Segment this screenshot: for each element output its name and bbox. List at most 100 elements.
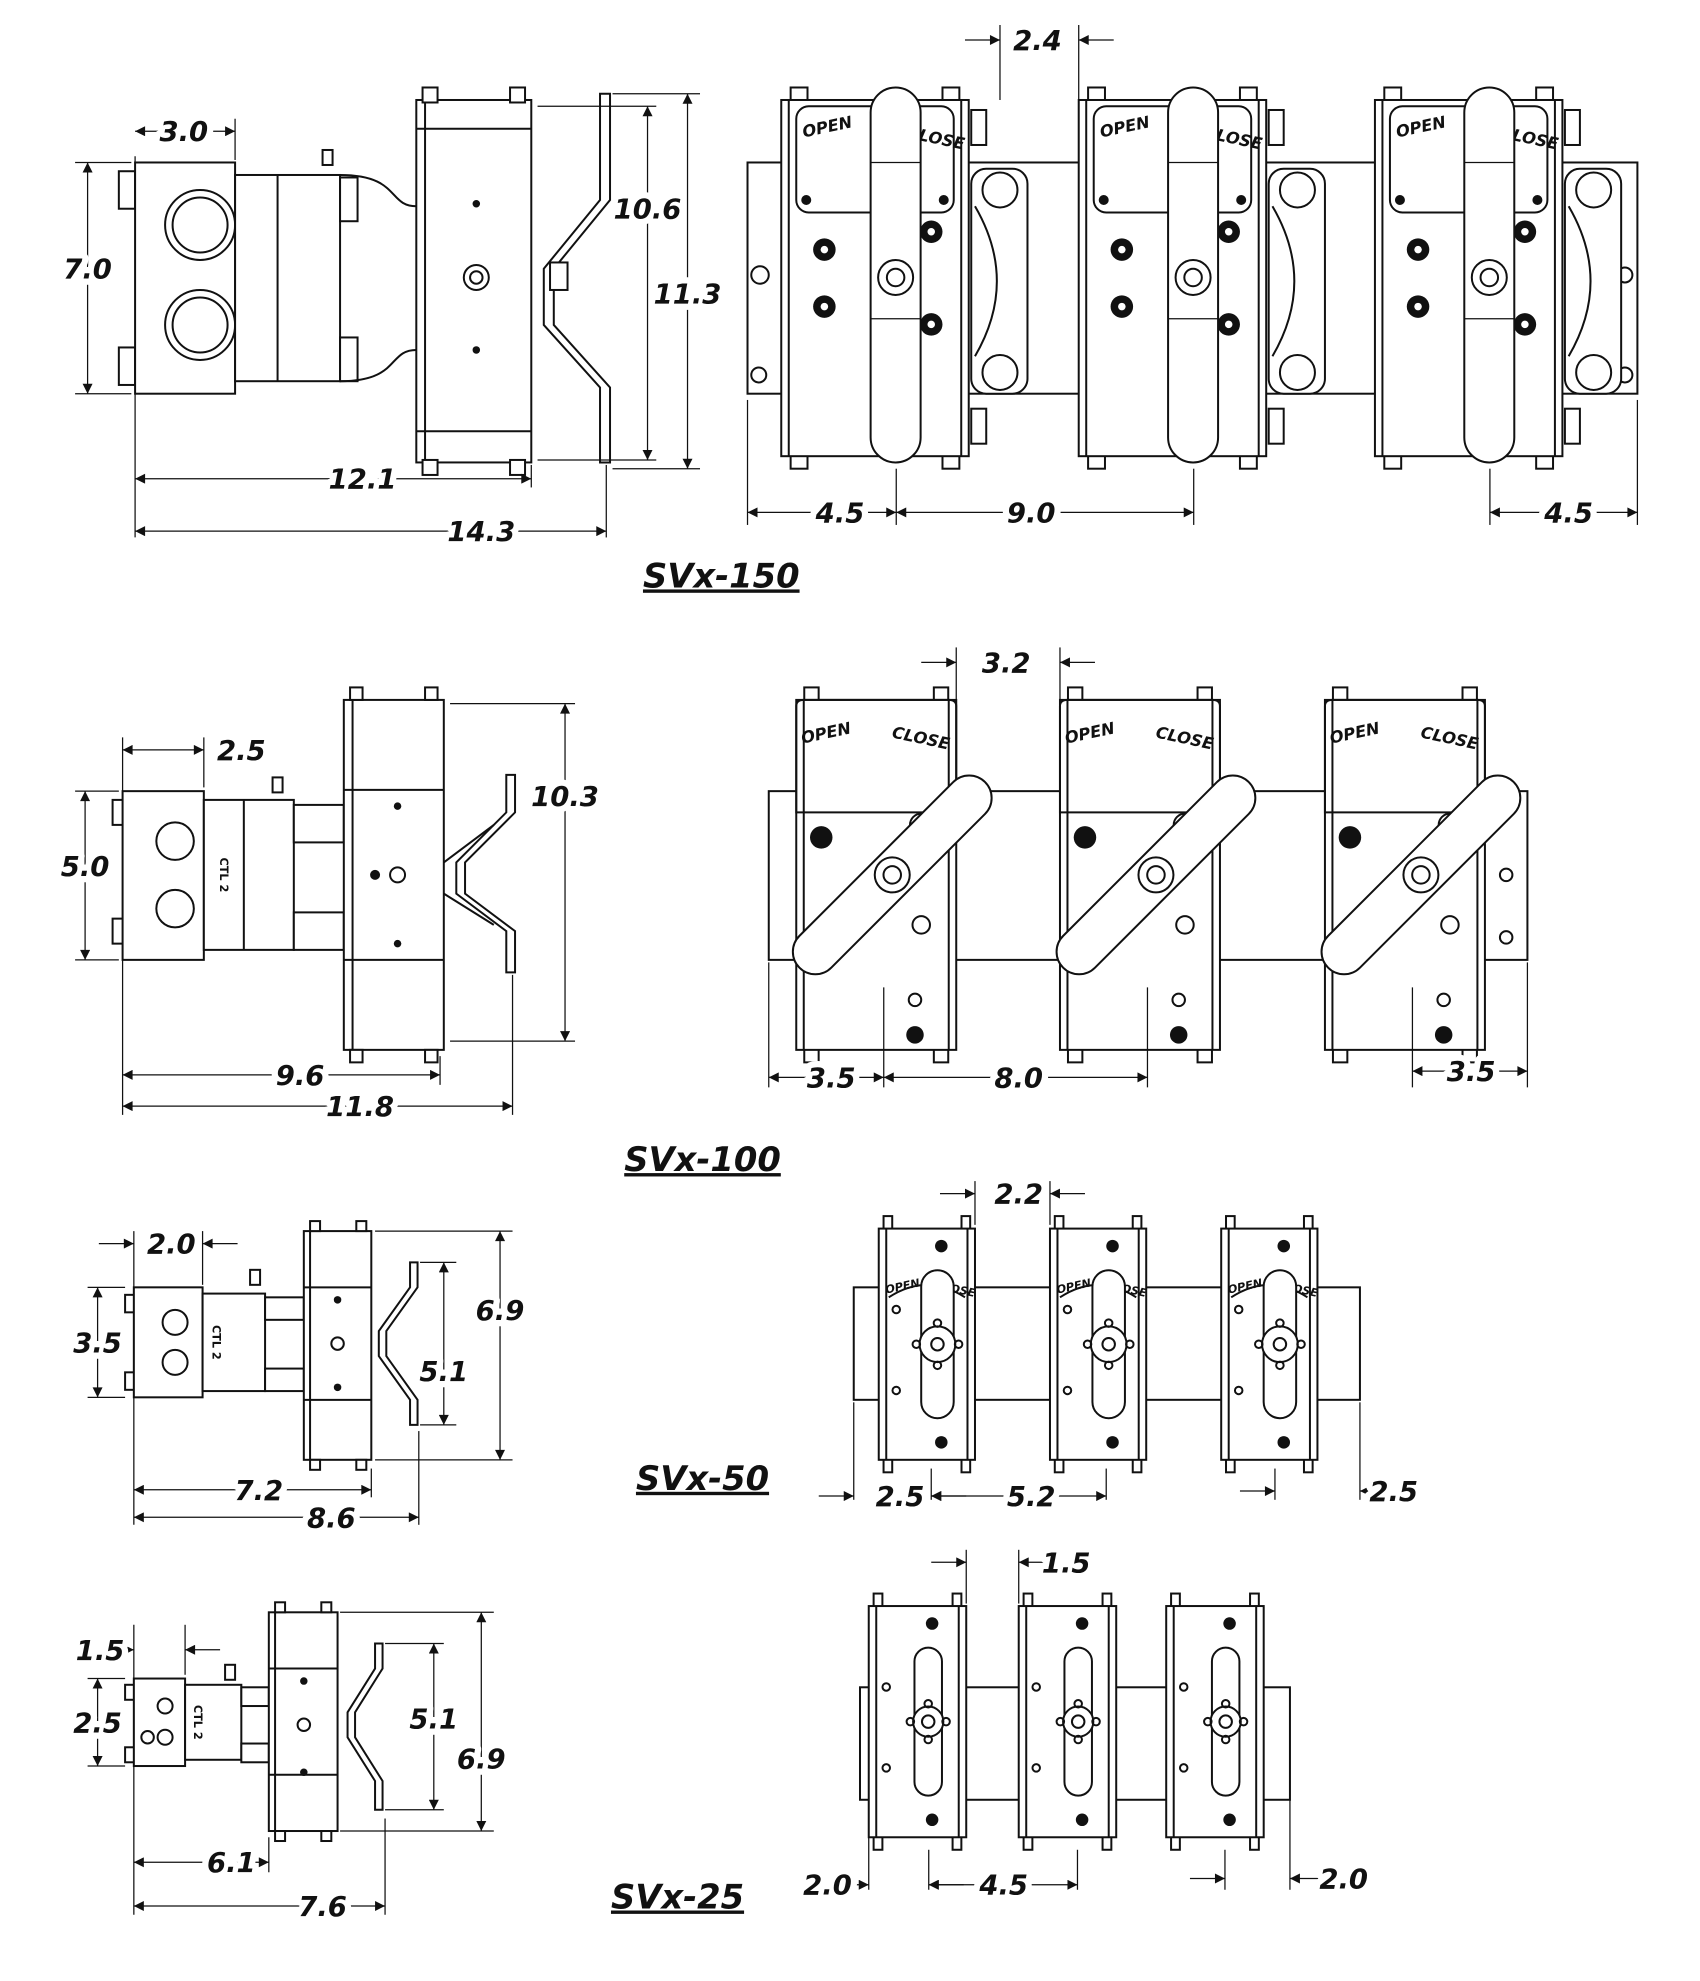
dimension: 1.5: [931, 1541, 1097, 1586]
dimension: 10.6: [607, 106, 688, 460]
dimension-value: 2.4: [1013, 25, 1062, 57]
dimension: 2.0: [1189, 1857, 1374, 1902]
dimension: 2.5: [1239, 1470, 1424, 1514]
dimension-value: 11.3: [654, 279, 722, 311]
dimension-value: 2.0: [1319, 1864, 1368, 1896]
model-title-svx50: SVx-50: [636, 1459, 769, 1498]
dimension: 2.2: [939, 1172, 1085, 1217]
dimension: 2.5: [67, 1678, 128, 1767]
actuator-housing: [415, 98, 533, 464]
ctl-label: CTL 2: [210, 1325, 223, 1360]
port-block: [132, 1286, 204, 1399]
dimension-value: 2.5: [73, 1707, 122, 1739]
dimension: 3.2: [921, 641, 1095, 686]
dimension: 2.0: [98, 1222, 238, 1267]
dimension-value: 1.5: [1042, 1547, 1091, 1579]
dimension-value: 14.3: [447, 516, 515, 548]
svx100-side-view: CTL 2: [75, 686, 576, 1115]
lever-handle: [377, 1261, 419, 1426]
actuator-housing: [342, 698, 445, 1051]
dimension-value: 3.5: [1447, 1056, 1496, 1088]
dimension: 1.5: [69, 1629, 221, 1673]
dimension: 4.5: [747, 491, 897, 536]
svx150-side-view: [75, 86, 701, 538]
svx25-front-view: [858, 1549, 1291, 1890]
ctl-label: CTL 2: [191, 1705, 204, 1740]
dimension-value: 8.6: [307, 1502, 356, 1534]
dimension: 11.3: [647, 93, 728, 469]
svx50-side-view: CTL 2: [87, 1220, 513, 1525]
dimension: 8.0: [883, 1056, 1148, 1101]
dimension: 5.1: [413, 1262, 474, 1425]
valve-actuator: [1017, 1592, 1118, 1851]
ctl-label: CTL 2: [217, 857, 230, 892]
dimension: 4.5: [1489, 491, 1638, 536]
dimension-value: 3.2: [982, 647, 1031, 679]
dimension: 9.6: [122, 1054, 441, 1098]
dimension-value: 3.5: [73, 1327, 122, 1359]
dimension-value: 12.1: [329, 464, 397, 496]
dimension: 3.5: [1412, 1050, 1528, 1094]
dimension-value: 7.2: [234, 1475, 283, 1507]
valve-actuator: [867, 1592, 968, 1851]
dimension-value: 10.3: [531, 781, 599, 813]
dimension: 10.3: [525, 703, 605, 1042]
dimension-value: 5.2: [1007, 1481, 1056, 1513]
dimension: 9.0: [896, 491, 1194, 536]
dimension: 5.1: [403, 1643, 464, 1810]
dimension-value: 6.9: [476, 1295, 525, 1327]
actuator-housing: [302, 1230, 373, 1461]
dimension: 4.5: [928, 1864, 1078, 1908]
dimension: 7.6: [133, 1885, 386, 1929]
dimension-value: 2.2: [994, 1179, 1043, 1211]
model-title-svx100: SVx-100: [624, 1140, 781, 1179]
dimension-value: 3.0: [159, 116, 208, 148]
dimension-value: 2.5: [876, 1481, 925, 1513]
svx25-side-view: CTL 2: [87, 1601, 494, 1915]
port-block: [132, 1677, 187, 1768]
dimension-value: 1.5: [76, 1635, 125, 1667]
dimension-value: 4.5: [1543, 497, 1593, 529]
dimension: 12.1: [135, 457, 532, 502]
dimension-value: 5.1: [409, 1704, 458, 1736]
dimension: 3.5: [67, 1287, 128, 1398]
dimension-value: 3.5: [807, 1062, 856, 1094]
dimension: 5.2: [931, 1475, 1107, 1519]
model-title-svx25: SVx-25: [611, 1878, 744, 1917]
lever-handle: [346, 1642, 384, 1811]
dimension-value: 10.6: [614, 194, 682, 226]
lever-handle: [542, 92, 612, 464]
dimension-value: 2.5: [1369, 1476, 1418, 1508]
dimension: 3.0: [135, 110, 236, 154]
lever-handle: [455, 773, 517, 974]
dimension-value: 2.0: [147, 1229, 196, 1261]
dimension: 14.3: [135, 510, 607, 554]
dimension-value: 6.1: [207, 1847, 256, 1879]
actuator-housing: [267, 1611, 339, 1833]
model-title-svx150: SVx-150: [643, 556, 800, 595]
dimension: 11.8: [122, 1085, 513, 1129]
dimension: 2.5: [818, 1475, 967, 1519]
dimension: 6.9: [451, 1612, 512, 1832]
dimension: 2.4: [964, 19, 1114, 63]
dimension: 6.1: [133, 1841, 269, 1886]
dimension: 3.5: [768, 1056, 884, 1101]
dimension-value: 5.1: [419, 1356, 468, 1388]
dimension-value: 5.0: [61, 851, 110, 883]
dimension-value: 7.6: [298, 1891, 347, 1923]
dimension: 5.0: [54, 791, 116, 960]
port-block: [121, 790, 205, 961]
dimension-value: 7.0: [63, 254, 112, 286]
dimension-value: 4.5: [978, 1870, 1028, 1902]
dimension-value: 2.5: [217, 735, 266, 767]
dimension: 7.2: [133, 1469, 372, 1513]
dimension-value: 2.0: [803, 1870, 852, 1902]
